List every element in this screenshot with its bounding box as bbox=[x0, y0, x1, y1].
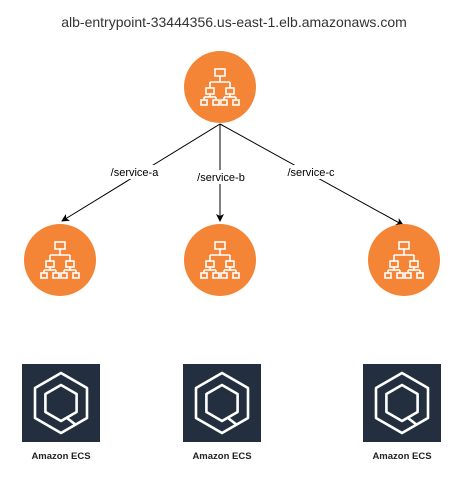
load-balancer-icon bbox=[184, 224, 256, 296]
service-a-load-balancer[interactable] bbox=[24, 224, 96, 296]
ecs-label-a: Amazon ECS bbox=[31, 451, 90, 462]
load-balancer-icon bbox=[368, 224, 440, 296]
service-c-load-balancer[interactable] bbox=[368, 224, 440, 296]
root-load-balancer[interactable] bbox=[184, 51, 256, 123]
route-label-service-c: /service-c bbox=[287, 167, 335, 179]
amazon-ecs-icon bbox=[183, 364, 261, 442]
route-label-service-a: /service-a bbox=[111, 167, 160, 179]
service-b-load-balancer[interactable] bbox=[184, 224, 256, 296]
endpoint-title: alb-entrypoint-33444356.us-east-1.elb.am… bbox=[61, 14, 407, 30]
ecs-service-a[interactable]: Amazon ECS bbox=[22, 364, 100, 462]
ecs-label-b: Amazon ECS bbox=[192, 451, 251, 462]
route-label-service-b: /service-b bbox=[197, 172, 245, 184]
load-balancer-icon bbox=[24, 224, 96, 296]
ecs-service-c[interactable]: Amazon ECS bbox=[363, 364, 441, 462]
ecs-label-c: Amazon ECS bbox=[372, 451, 431, 462]
ecs-service-b[interactable]: Amazon ECS bbox=[183, 364, 261, 462]
load-balancer-icon bbox=[184, 51, 256, 123]
